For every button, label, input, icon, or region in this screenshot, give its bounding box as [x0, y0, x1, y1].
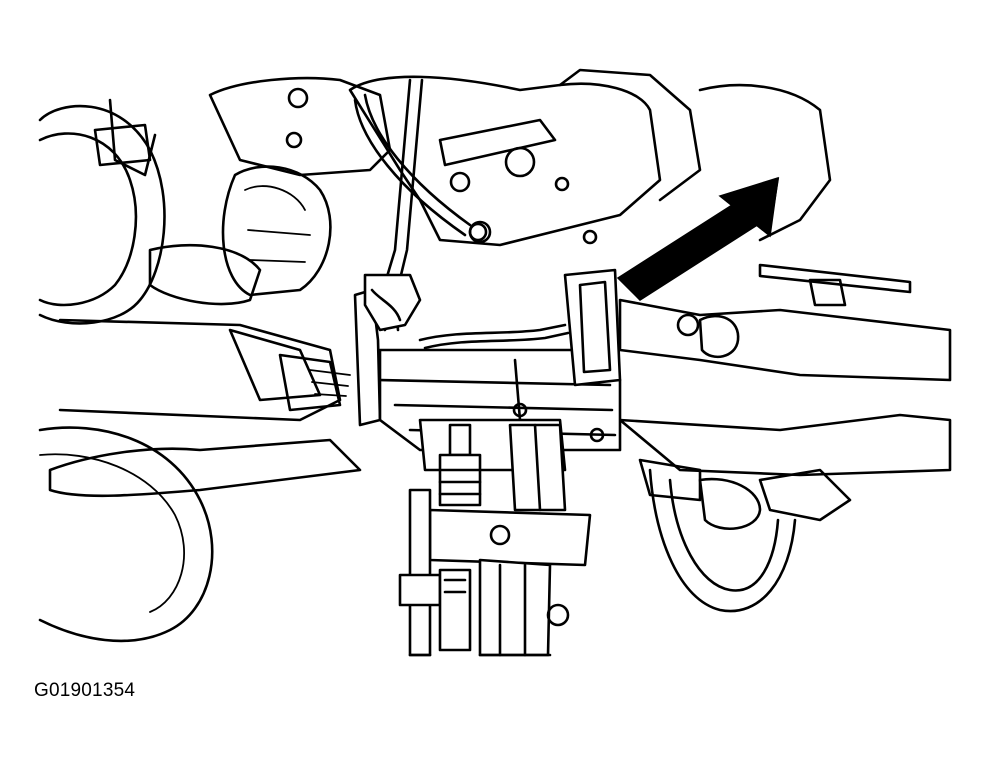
right-tire [648, 468, 797, 613]
engine-block [208, 68, 832, 297]
crossmember [618, 263, 952, 530]
transmission-jack [398, 418, 592, 657]
pointer-arrow-icon [616, 176, 780, 301]
figure-id-label: G01901354 [34, 680, 136, 701]
left-tire [38, 104, 214, 643]
left-suspension [48, 98, 362, 498]
